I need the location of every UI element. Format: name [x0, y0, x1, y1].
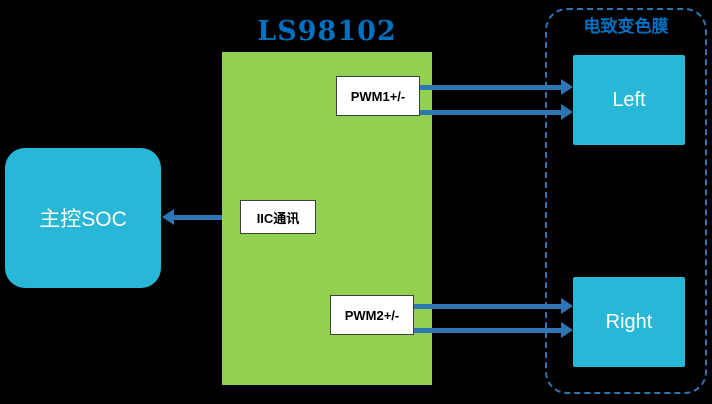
iic-port-box: IIC通讯 — [240, 200, 316, 234]
chip-title: LS98102 — [257, 16, 397, 47]
pwm1-port-label: PWM1+/- — [350, 88, 406, 104]
iic-port-label: IIC通讯 — [256, 210, 300, 226]
film-left-label: Left — [612, 88, 646, 111]
pwm1-arrow-bottom — [420, 104, 573, 120]
soc-block: 主控SOC — [5, 148, 161, 288]
soc-label: 主控SOC — [39, 208, 127, 231]
pwm1-port-box: PWM1+/- — [336, 76, 420, 116]
film-dashed-container — [545, 8, 707, 394]
iic-bidirectional-arrow — [162, 209, 240, 225]
film-right-pane: Right — [573, 277, 685, 367]
pwm1-arrow-top — [420, 79, 573, 95]
pwm2-port-label: PWM2+/- — [344, 307, 400, 323]
film-right-label: Right — [605, 310, 653, 333]
film-left-pane: Left — [573, 55, 685, 145]
pwm2-arrow-top — [414, 298, 573, 314]
pwm2-arrow-bottom — [414, 322, 573, 338]
pwm2-port-box: PWM2+/- — [330, 295, 414, 335]
film-label: 电致变色膜 — [583, 17, 669, 36]
